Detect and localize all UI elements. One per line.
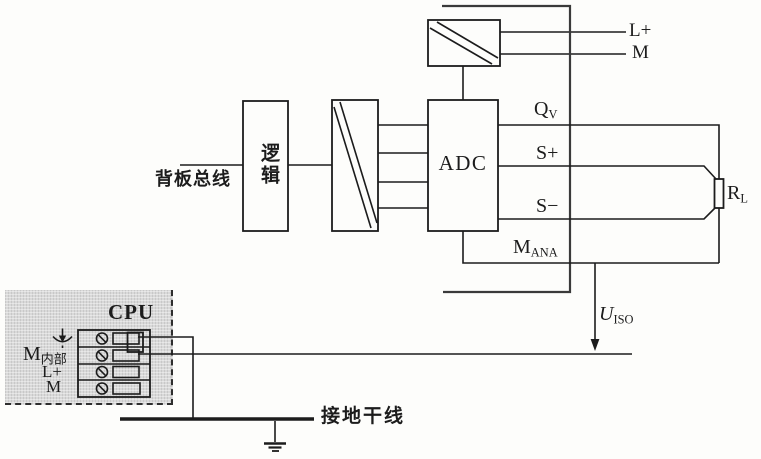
rl-subscript: L <box>740 191 748 206</box>
u-iso-arrow <box>590 263 600 351</box>
m-internal-base: M <box>23 343 41 365</box>
load-resistor <box>713 178 725 209</box>
functional-earth-icon <box>52 328 73 348</box>
qv-port-label: QV <box>534 99 557 121</box>
adc-block-label: ADC <box>438 151 488 175</box>
load-resistor-label: RL <box>727 183 748 205</box>
logic-block-label: 逻辑 <box>258 143 279 187</box>
cpu-l-plus-label: L+ <box>42 362 62 381</box>
u-iso-label: UISO <box>599 304 633 326</box>
m-internal-subscript: 内部 <box>40 351 67 367</box>
cpu-block-label: CPU <box>108 300 155 324</box>
s-plus-port-label: S+ <box>536 142 559 164</box>
rl-base: R <box>727 182 741 204</box>
backplane-bus-label: 背板总线 <box>155 169 231 189</box>
signal-isolator-icon <box>331 99 379 232</box>
m-ana-port-label: MANA <box>513 237 558 259</box>
s-minus-line <box>498 206 717 220</box>
terminal-jumper-clip <box>126 331 144 353</box>
u-iso-base: U <box>599 303 614 325</box>
qv-line <box>498 124 720 263</box>
logic-box <box>242 100 289 232</box>
module-boundary <box>442 4 572 294</box>
m-ana-subscript: ANA <box>530 245 558 260</box>
s-minus-port-label: S− <box>536 195 559 217</box>
m-internal-label: M内部 <box>23 344 67 366</box>
screw-terminal-icons <box>95 332 109 395</box>
cpu-terminal-block <box>77 329 151 398</box>
earth-ground-icon <box>264 421 286 452</box>
supply-m-label: M <box>632 42 649 63</box>
m-ana-base: M <box>513 236 531 258</box>
supply-l-plus-label: L+ <box>629 20 652 41</box>
m-internal-ground-wire <box>138 336 194 418</box>
power-isolator-icon <box>427 19 501 67</box>
ground-trunk-label: 接地干线 <box>321 406 406 427</box>
qv-base: Q <box>534 98 549 120</box>
qv-subscript: V <box>548 107 558 122</box>
u-iso-subscript: ISO <box>613 312 634 327</box>
isolator-adc-bus-lines <box>378 124 428 209</box>
m-ana-line <box>462 231 719 264</box>
cpu-m-label: M <box>46 377 62 396</box>
s-plus-line <box>498 165 717 180</box>
